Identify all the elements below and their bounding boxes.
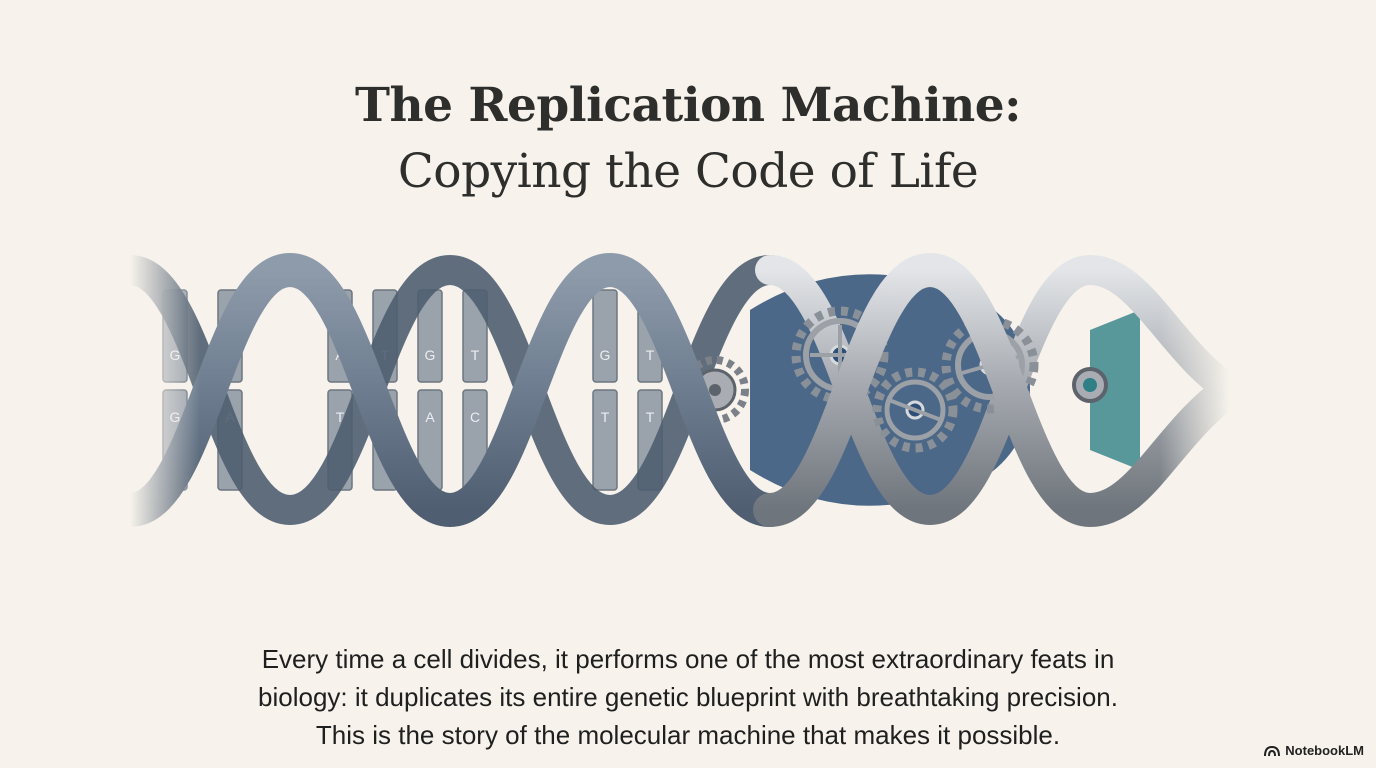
page-title: The Replication Machine: Copying the Cod… [0, 73, 1376, 205]
dna-back-strand [130, 254, 785, 526]
base-pair: GA [417, 289, 443, 491]
title-line-2: Copying the Code of Life [397, 144, 979, 200]
base-letter-top: T [471, 347, 480, 363]
notebooklm-logo-icon [1264, 745, 1281, 756]
base-letter-bottom: A [425, 409, 435, 425]
description-line-1: Every time a cell divides, it performs o… [261, 644, 1115, 674]
base-letter-top: G [600, 347, 611, 363]
gear-icon [1072, 367, 1108, 403]
description-line-3: This is the story of the molecular machi… [315, 720, 1061, 750]
description-line-2: biology: it duplicates its entire geneti… [258, 682, 1118, 712]
branding-label: NotebookLM [1285, 743, 1364, 758]
base-top [592, 289, 618, 383]
dna-helix-svg: GGTAATTCGATCGTTT [130, 240, 1230, 540]
base-letter-top: G [425, 347, 436, 363]
description-paragraph: Every time a cell divides, it performs o… [188, 640, 1188, 754]
base-letter-top: T [646, 347, 655, 363]
base-letter-bottom: T [336, 409, 345, 425]
title-line-1: The Replication Machine: [354, 78, 1022, 134]
dna-front-strand [130, 252, 787, 528]
base-letter-bottom: T [601, 409, 610, 425]
metal-front-strand [753, 252, 1230, 528]
base-pair: GT [592, 289, 618, 491]
base-letter-bottom: C [470, 409, 480, 425]
dna-helix-illustration: GGTAATTCGATCGTTT [130, 240, 1230, 540]
gear-icon [872, 367, 958, 453]
notebooklm-branding: NotebookLM [1264, 743, 1364, 758]
base-letter-bottom: T [646, 409, 655, 425]
base-bottom [592, 389, 618, 491]
